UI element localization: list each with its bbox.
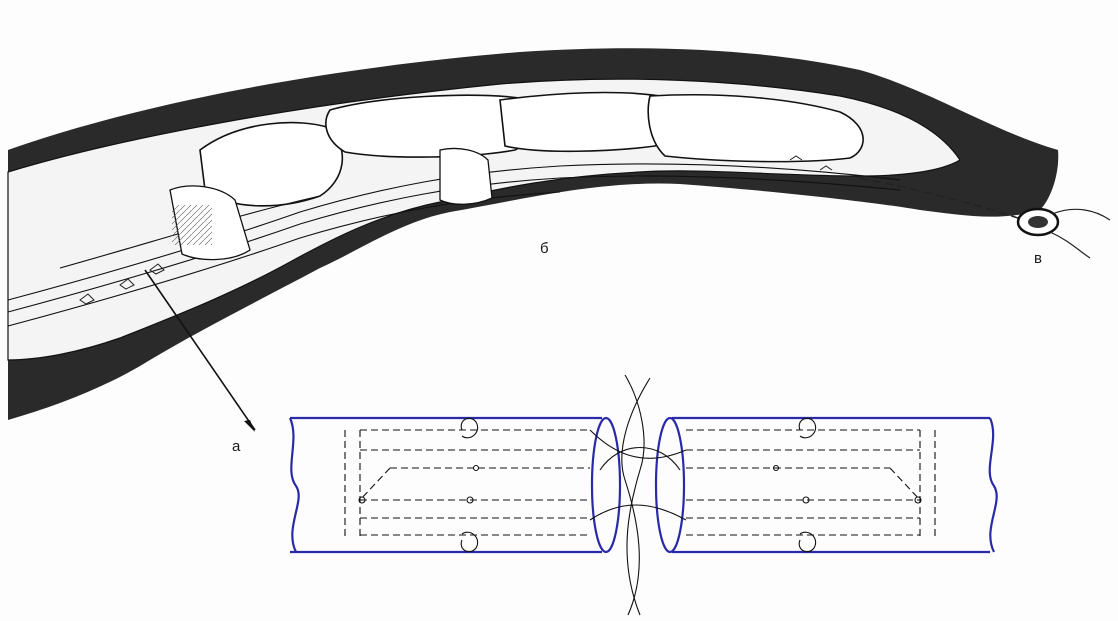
label-a: а [232, 438, 240, 455]
tendon-suture-diagram [290, 375, 997, 615]
left-tendon-stump [290, 418, 620, 552]
middle-phalanx-2 [500, 93, 673, 152]
surface-loops [359, 418, 921, 551]
hatched-sheath [172, 205, 212, 245]
crossing-threads [590, 375, 686, 615]
suture-button-icon [1018, 209, 1110, 258]
label-c: в [1034, 250, 1042, 267]
internal-sutures [345, 430, 935, 540]
right-tendon-stump [656, 418, 997, 552]
label-b: б [540, 240, 549, 257]
